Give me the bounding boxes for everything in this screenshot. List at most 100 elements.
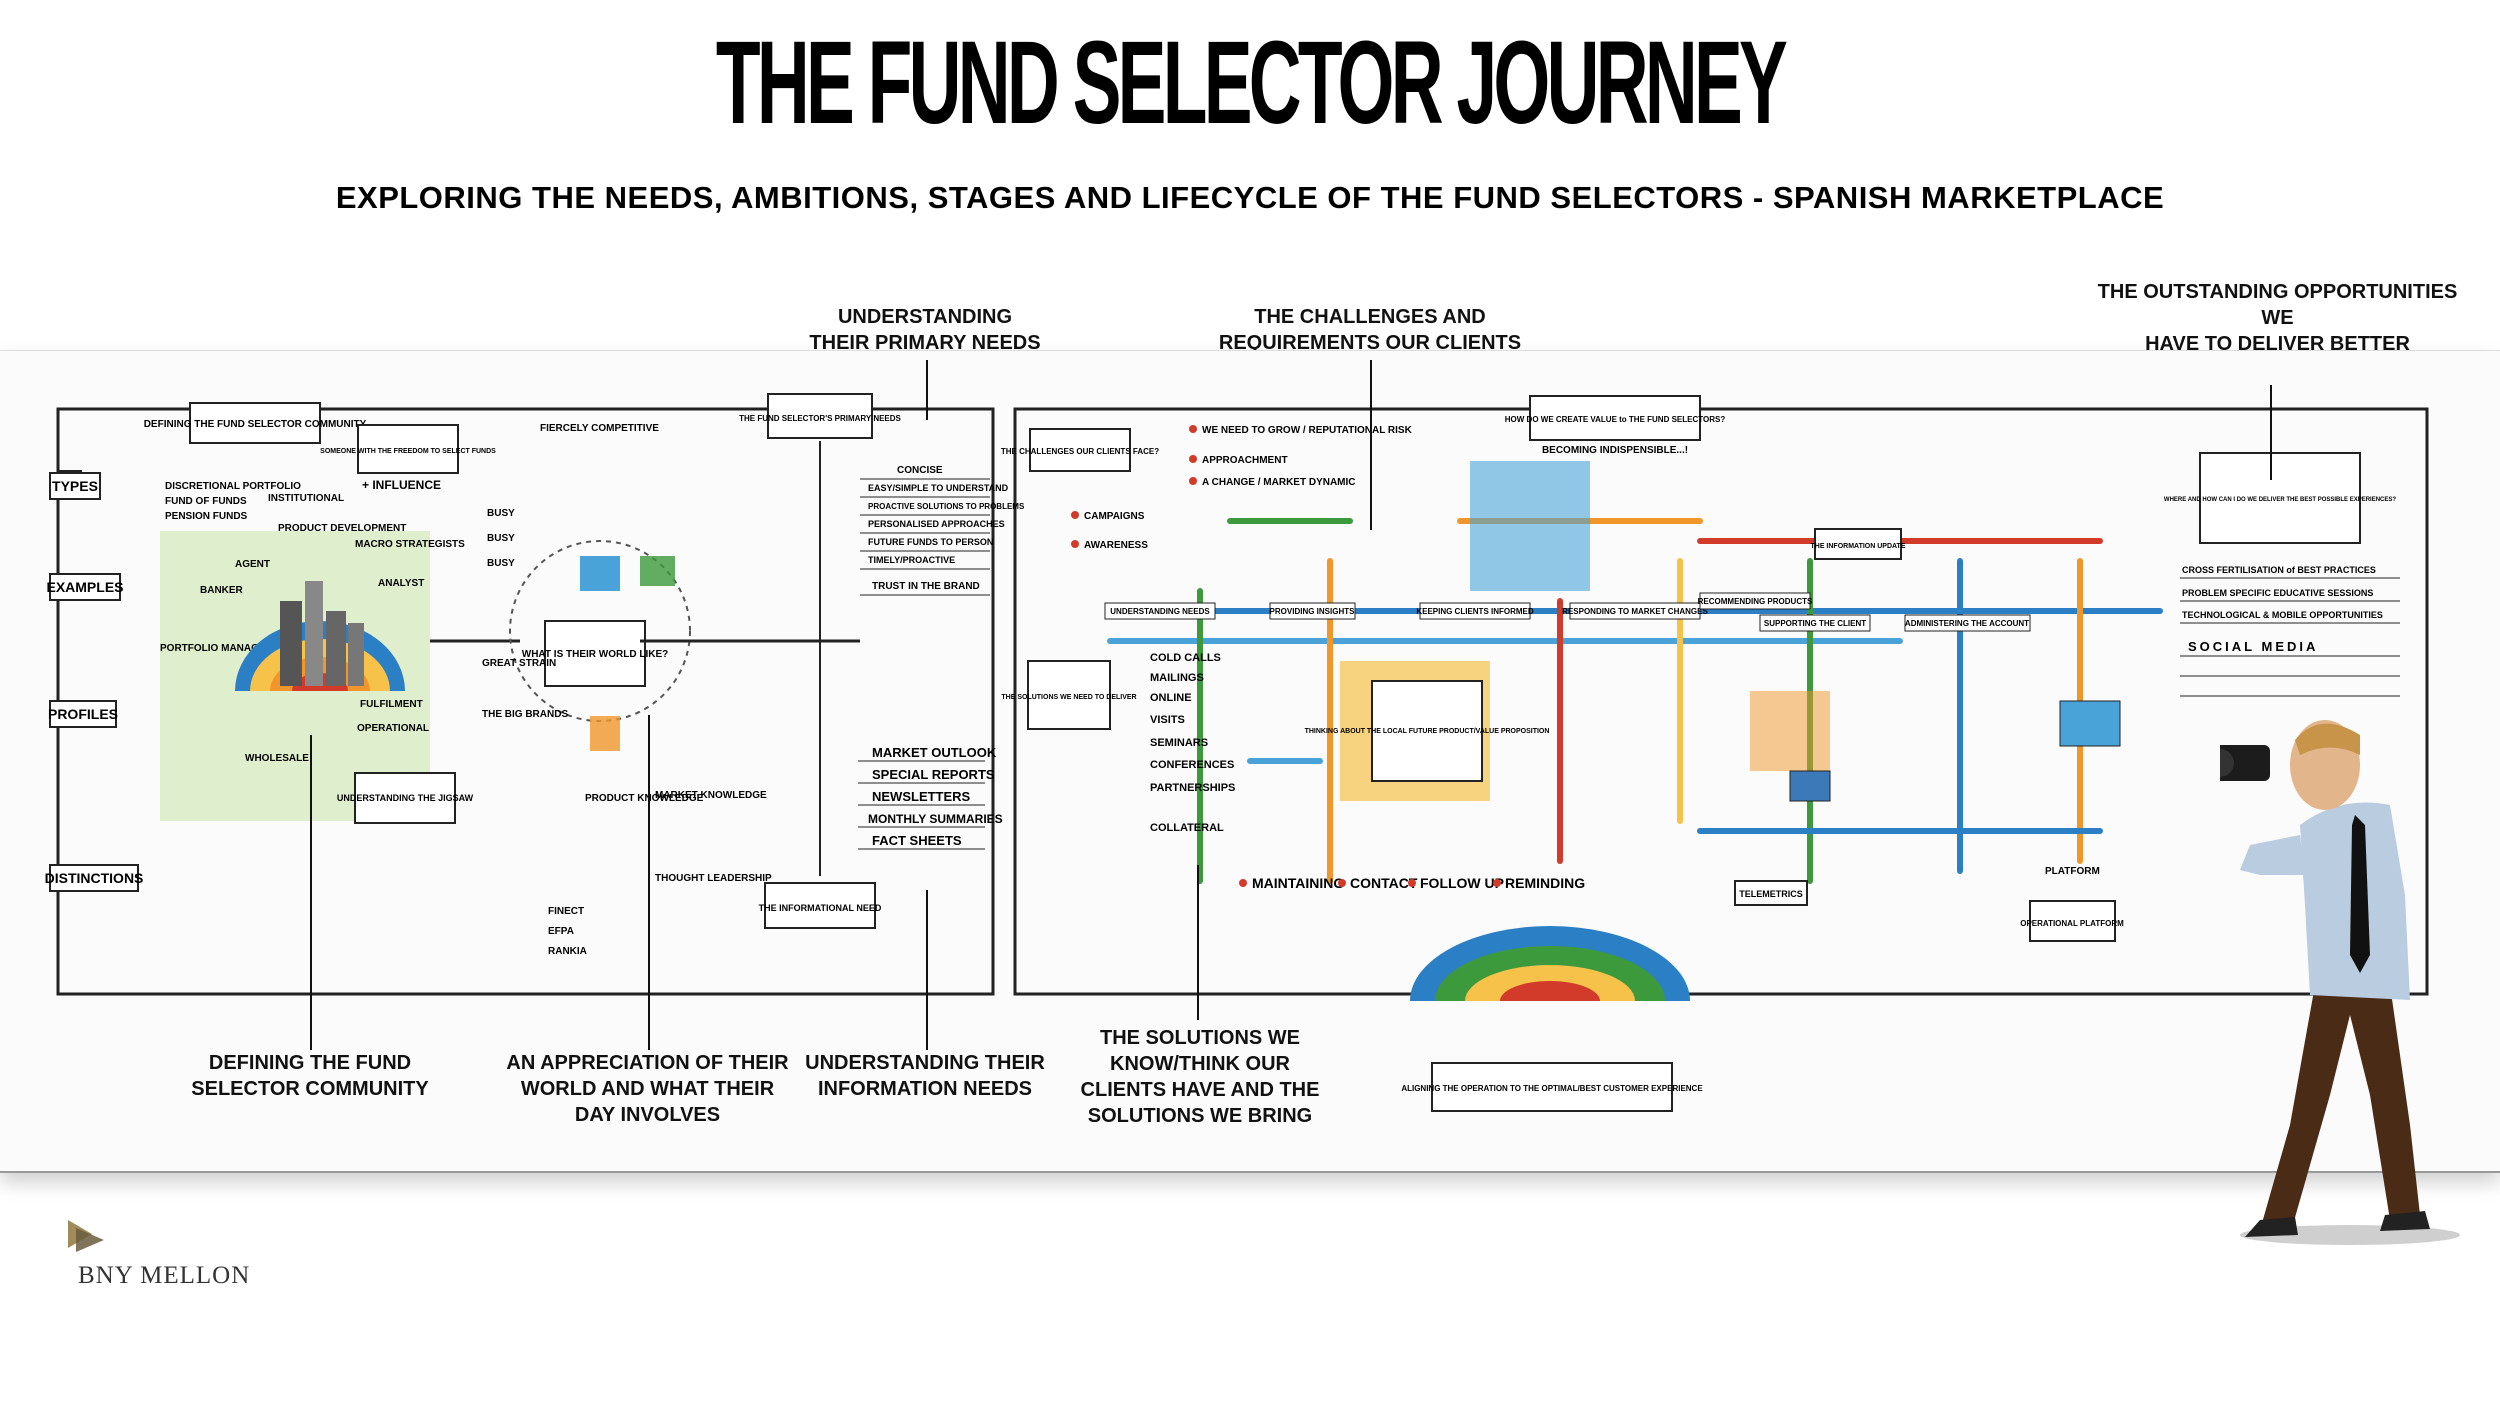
world-labels: FIERCELY COMPETITIVE BUSY BUSY BUSY GREA… (482, 423, 772, 957)
callout-appreciation: AN APPRECIATION OF THEIR WORLD AND WHAT … (506, 1052, 789, 1126)
challenge: CAMPAIGNS (1084, 511, 1145, 522)
information-item: SPECIAL REPORTS (872, 767, 995, 782)
journey-step: RESPONDING TO MARKET CHANGES (1562, 607, 1708, 616)
influence-label: + INFLUENCE (362, 478, 441, 492)
solution-item: SEMINARS (1150, 737, 1208, 749)
primary-need: TRUST IN THE BRAND (872, 581, 980, 592)
primary-need: FUTURE FUNDS TO PERSON (868, 537, 993, 547)
challenge: AWARENESS (1084, 540, 1148, 551)
create-value-box: HOW DO WE CREATE VALUE to THE FUND SELEC… (1505, 415, 1726, 424)
photographer-illustration (2220, 720, 2460, 1245)
callout-information: UNDERSTANDING THEIR INFORMATION NEEDS (805, 1052, 1045, 1100)
primary-need: PROACTIVE SOLUTIONS TO PROBLEMS (868, 502, 1025, 511)
journey-sketch: TYPES EXAMPLES PROFILES DISTINCTIONS DEF… (45, 393, 2429, 1112)
leader-line (926, 360, 928, 420)
solution-item: PARTNERSHIPS (1150, 782, 1235, 794)
opportunity-list: CROSS FERTILISATION of BEST PRACTICES PR… (2180, 565, 2400, 697)
solution-item: COLD CALLS (1150, 652, 1221, 664)
information-list: MARKET OUTLOOK SPECIAL REPORTS NEWSLETTE… (858, 745, 1003, 850)
solutions-box: THE SOLUTIONS WE NEED TO DELIVER (1001, 694, 1136, 701)
aligning-box: ALIGNING THE OPERATION TO THE OPTIMAL/BE… (1401, 1084, 1703, 1093)
community-label: OPERATIONAL (357, 723, 429, 734)
maintaining-item: FOLLOW UP (1420, 875, 1504, 891)
journey-step: ADMINISTERING THE ACCOUNT (1905, 619, 2029, 628)
world-label: PRODUCT KNOWLEDGE (585, 793, 704, 804)
left-column-item: EXAMPLES (46, 579, 123, 595)
world-label: FINECT (548, 906, 584, 917)
information-item: MARKET OUTLOOK (872, 745, 997, 760)
opportunity-item: TECHNOLOGICAL & MOBILE OPPORTUNITIES (2182, 610, 2383, 620)
maintaining-item: CONTACT (1350, 875, 1418, 891)
challenge: WE NEED TO GROW / REPUTATIONAL RISK (1202, 425, 1413, 436)
experience-box: WHERE AND HOW CAN I DO WE DELIVER THE BE… (2164, 497, 2396, 503)
community-label: BANKER (200, 585, 244, 596)
left-column-item: TYPES (52, 478, 98, 494)
community-labels: DISCRETIONAL PORTFOLIO FUND OF FUNDS PEN… (160, 481, 465, 764)
world-label: MARKET KNOWLEDGE (655, 790, 767, 801)
page-subtitle: EXPLORING THE NEEDS, AMBITIONS, STAGES A… (335, 180, 2165, 215)
primary-need: CONCISE (897, 465, 943, 476)
maintaining-row: MAINTAINING CONTACT FOLLOW UP REMINDING (1239, 875, 1585, 891)
information-item: MONTHLY SUMMARIES (868, 812, 1003, 826)
community-label: INSTITUTIONAL (268, 493, 344, 504)
primary-needs-box: THE FUND SELECTOR'S PRIMARY NEEDS (739, 414, 901, 423)
freedom-box: SOMEONE WITH THE FREEDOM TO SELECT FUNDS (320, 448, 496, 455)
solutions-list: COLD CALLS MAILINGS ONLINE VISITS SEMINA… (1150, 652, 1235, 834)
solution-item: VISITS (1150, 714, 1185, 726)
solution-item: MAILINGS (1150, 672, 1204, 684)
community-label: FUND OF FUNDS (165, 496, 247, 507)
world-box: WHAT IS THEIR WORLD LIKE? (522, 649, 668, 660)
community-label: AGENT (235, 559, 270, 570)
information-update-box: THE INFORMATION UPDATE (1810, 543, 1905, 550)
world-label: EFPA (548, 926, 574, 937)
community-label: DISCRETIONAL PORTFOLIO (165, 481, 301, 492)
world-label: THE BIG BRANDS (482, 709, 568, 720)
leader-line (1370, 360, 1372, 530)
journey-step: PROVIDING INSIGHTS (1270, 607, 1356, 616)
world-label: BUSY (487, 533, 515, 544)
world-label: GREAT STRAIN (482, 658, 556, 669)
maintaining-item: MAINTAINING (1252, 875, 1344, 891)
left-column-item: DISTINCTIONS (45, 870, 144, 886)
left-column: TYPES EXAMPLES PROFILES DISTINCTIONS (45, 470, 144, 892)
journey-steps: UNDERSTANDING NEEDS PROVIDING INSIGHTS K… (1104, 592, 2031, 632)
information-item: NEWSLETTERS (872, 789, 971, 804)
community-label: WHOLESALE (245, 753, 309, 764)
journey-step: KEEPING CLIENTS INFORMED (1416, 607, 1534, 616)
world-label: FIERCELY COMPETITIVE (540, 423, 659, 434)
telemetrics-box: TELEMETRICS (1739, 889, 1803, 899)
indispensable-label: BECOMING INDISPENSIBLE...! (1542, 445, 1688, 456)
journey-network (1107, 518, 2163, 884)
challenge: A CHANGE / MARKET DYNAMIC (1202, 477, 1356, 488)
solution-item: ONLINE (1150, 692, 1192, 704)
panel-right (1013, 407, 2429, 996)
opportunity-item: CROSS FERTILISATION of BEST PRACTICES (2182, 565, 2376, 575)
journey-step: SUPPORTING THE CLIENT (1764, 619, 1866, 628)
primary-need: EASY/SIMPLE TO UNDERSTAND (868, 483, 1009, 493)
community-label: MACRO STRATEGISTS (355, 539, 465, 550)
primary-needs-list: CONCISE EASY/SIMPLE TO UNDERSTAND PROACT… (860, 465, 1025, 596)
opportunity-item: SOCIAL MEDIA (2188, 639, 2318, 654)
leader-line (1197, 865, 1199, 1020)
challenge: APPROACHMENT (1202, 455, 1288, 466)
community-label: FULFILMENT (360, 699, 423, 710)
platform-label: PLATFORM (2045, 866, 2100, 877)
callout-defining: DEFINING THE FUND SELECTOR COMMUNITY (191, 1052, 429, 1100)
callout-solutions: THE SOLUTIONS WE KNOW/THINK OUR CLIENTS … (1080, 1027, 1320, 1127)
left-column-item: PROFILES (48, 706, 118, 722)
brand-name: BNY MELLON (78, 1262, 251, 1289)
jigsaw-box: UNDERSTANDING THE JIGSAW (337, 793, 474, 803)
journey-step: UNDERSTANDING NEEDS (1110, 607, 1210, 616)
world-label: BUSY (487, 558, 515, 569)
community-label: PENSION FUNDS (165, 511, 248, 522)
callout-primary-needs: UNDERSTANDING THEIR PRIMARY NEEDS (809, 306, 1041, 354)
informational-need-box: THE INFORMATIONAL NEED (759, 903, 882, 913)
world-label: RANKIA (548, 946, 587, 957)
solution-item: COLLATERAL (1150, 822, 1224, 834)
leader-line (926, 890, 928, 1050)
challenges-box: THE CHALLENGES OUR CLIENTS FACE? (1001, 447, 1159, 456)
community-box: DEFINING THE FUND SELECTOR COMMUNITY (144, 419, 367, 430)
leader-line (2270, 385, 2272, 480)
challenges-list: WE NEED TO GROW / REPUTATIONAL RISK APPR… (1071, 425, 1413, 551)
bny-mellon-logo-icon (68, 1220, 104, 1252)
